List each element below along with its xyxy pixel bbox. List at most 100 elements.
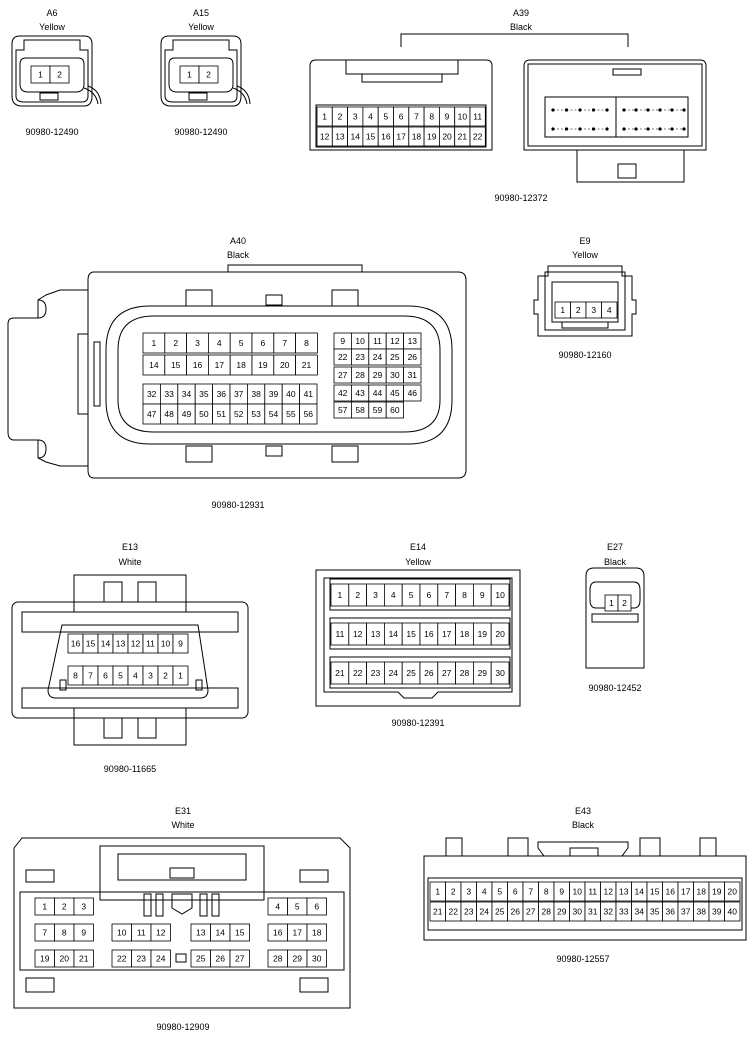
a40-pin-56: 56 bbox=[304, 409, 314, 419]
e14-pin-27: 27 bbox=[442, 668, 452, 678]
a40-pin-7: 7 bbox=[282, 338, 287, 348]
e43-code: E43 bbox=[574, 806, 592, 816]
e31-pin-cell-21 bbox=[73, 949, 94, 968]
a40-pin-6: 6 bbox=[261, 338, 266, 348]
e43-pin-19: 19 bbox=[712, 887, 722, 897]
e43-pin-17: 17 bbox=[681, 887, 691, 897]
e43-part: 90980-12557 bbox=[556, 954, 610, 964]
a40-pin-28: 28 bbox=[355, 370, 365, 380]
a39-pin-11: 11 bbox=[473, 112, 482, 122]
e13-pin-14: 14 bbox=[101, 639, 111, 649]
e14-pin-20: 20 bbox=[495, 629, 505, 639]
e31-pin-7: 7 bbox=[42, 928, 47, 938]
e27-pin-1: 1 bbox=[609, 598, 614, 608]
a40-pin-44: 44 bbox=[373, 388, 383, 398]
a39-pin-cell-11 bbox=[469, 106, 486, 127]
e43-pin-3: 3 bbox=[466, 887, 471, 897]
e31-pin-2: 2 bbox=[62, 902, 67, 912]
e14-pin-30: 30 bbox=[495, 668, 505, 678]
a40-code: A40 bbox=[229, 236, 247, 246]
e31-pin-12: 12 bbox=[156, 928, 166, 938]
a6-pin-2: 2 bbox=[57, 70, 62, 80]
e9-code: E9 bbox=[579, 236, 591, 246]
e31-part: 90980-12909 bbox=[156, 1022, 210, 1032]
a39-rear-pin-dot bbox=[605, 127, 609, 131]
e31-code: E31 bbox=[174, 806, 192, 816]
e31-pin-cell-27 bbox=[229, 949, 250, 968]
e9-part: 90980-12160 bbox=[558, 350, 612, 360]
e27-code: E27 bbox=[606, 542, 624, 552]
a40-pin-52: 52 bbox=[234, 409, 244, 419]
a40-pin-49: 49 bbox=[182, 409, 192, 419]
e43-pin-34: 34 bbox=[635, 907, 645, 917]
e43-pin-24: 24 bbox=[480, 907, 490, 917]
a15-color: Yellow bbox=[188, 22, 214, 32]
a40-pin-60: 60 bbox=[390, 405, 400, 415]
e31-pin-9: 9 bbox=[81, 928, 86, 938]
a40-pin-10: 10 bbox=[355, 336, 365, 346]
e43-pin-18: 18 bbox=[697, 887, 707, 897]
a39-rear-pin-dot bbox=[682, 127, 686, 131]
e31-pin-26: 26 bbox=[216, 954, 226, 964]
a39-pin-5: 5 bbox=[383, 112, 388, 122]
e43-pin-8: 8 bbox=[544, 887, 549, 897]
e31-pin-1: 1 bbox=[42, 902, 47, 912]
e9-pin-3: 3 bbox=[591, 305, 596, 315]
e13-pin-8: 8 bbox=[73, 671, 78, 681]
e13-pin-13: 13 bbox=[116, 639, 126, 649]
e31-pin-24: 24 bbox=[156, 954, 166, 964]
a40-pin-32: 32 bbox=[147, 389, 157, 399]
a40-pin-cell-60 bbox=[385, 401, 405, 419]
e14-pin-14: 14 bbox=[389, 629, 399, 639]
a39-rear-pin-dot bbox=[605, 108, 609, 112]
a40-pin-4: 4 bbox=[217, 338, 222, 348]
e14-pin-19: 19 bbox=[478, 629, 488, 639]
e14-pin-10: 10 bbox=[495, 590, 505, 600]
a40-pin-55: 55 bbox=[286, 409, 296, 419]
e13-pin-1: 1 bbox=[178, 671, 183, 681]
a39-pin-2: 2 bbox=[338, 112, 343, 122]
a15-code: A15 bbox=[192, 8, 210, 18]
a15-pin-cell-2 bbox=[198, 65, 219, 84]
e31-pin-27: 27 bbox=[235, 954, 245, 964]
e13-pin-5: 5 bbox=[118, 671, 123, 681]
e31-pin-21: 21 bbox=[79, 954, 89, 964]
a6-pin-1: 1 bbox=[38, 70, 43, 80]
a40-pin-35: 35 bbox=[199, 389, 209, 399]
a39-part: 90980-12372 bbox=[494, 193, 548, 203]
a40-pin-1: 1 bbox=[152, 338, 157, 348]
e13-pin-4: 4 bbox=[133, 671, 138, 681]
e31-pin-cell-15 bbox=[229, 923, 250, 942]
e13-pin-7: 7 bbox=[88, 671, 93, 681]
a40-pin-37: 37 bbox=[234, 389, 244, 399]
e31-pin-17: 17 bbox=[293, 928, 303, 938]
e14-pin-11: 11 bbox=[335, 629, 344, 639]
e43-pin-31: 31 bbox=[588, 907, 598, 917]
a40-pin-29: 29 bbox=[373, 370, 383, 380]
e31-pin-15: 15 bbox=[235, 928, 245, 938]
e43-pin-15: 15 bbox=[650, 887, 660, 897]
a40-pin-22: 22 bbox=[338, 352, 348, 362]
e14-part: 90980-12391 bbox=[391, 718, 445, 728]
e14-pin-1: 1 bbox=[338, 590, 343, 600]
a40-pin-27: 27 bbox=[338, 370, 348, 380]
e31-pin-30: 30 bbox=[312, 954, 322, 964]
a6-pin-cell-2 bbox=[49, 65, 70, 84]
e14-pin-13: 13 bbox=[371, 629, 381, 639]
e43-pin-9: 9 bbox=[559, 887, 564, 897]
a40-pin-cell-56 bbox=[299, 403, 318, 425]
e31-pin-22: 22 bbox=[117, 954, 127, 964]
e27-color: Black bbox=[603, 557, 627, 567]
e13-pin-9: 9 bbox=[178, 639, 183, 649]
e13-pin-6: 6 bbox=[103, 671, 108, 681]
a40-pin-19: 19 bbox=[258, 360, 268, 370]
e27-part: 90980-12452 bbox=[588, 683, 642, 693]
a40-pin-59: 59 bbox=[373, 405, 383, 415]
